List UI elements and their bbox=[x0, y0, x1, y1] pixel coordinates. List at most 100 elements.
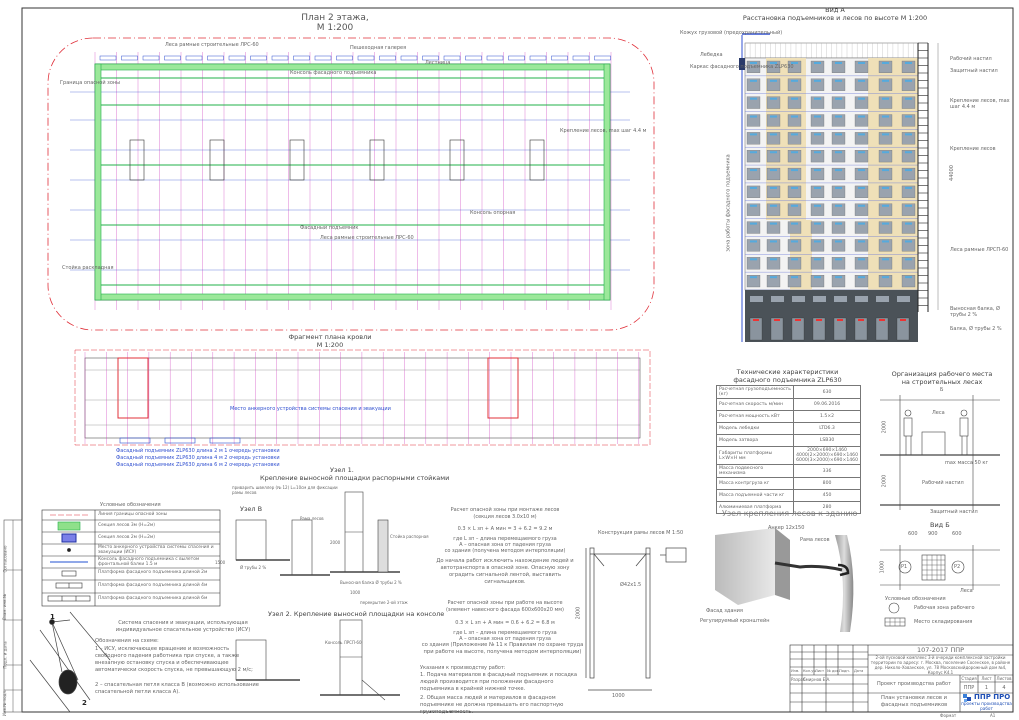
window bbox=[831, 96, 846, 109]
plan-scale: М 1:200 bbox=[316, 23, 354, 33]
window-glass bbox=[905, 97, 912, 100]
window-glass bbox=[750, 186, 757, 189]
window-glass bbox=[858, 204, 865, 207]
window bbox=[831, 78, 846, 91]
roof-exit bbox=[487, 357, 519, 419]
window-glass bbox=[882, 186, 889, 189]
doc-code: 107-2017 ППР bbox=[916, 646, 965, 654]
workplace-subtitle: на строительных лесах bbox=[901, 378, 983, 386]
window bbox=[878, 275, 893, 288]
window-glass bbox=[750, 151, 757, 154]
calc-note: До начала работ исключить нахождение люд… bbox=[436, 558, 574, 585]
table-value: 630 bbox=[793, 385, 861, 399]
node-label: приварить швеллер (№ 12) L=10см для фикс… bbox=[232, 485, 338, 495]
window bbox=[878, 185, 893, 198]
roof-label: Фасадный подъемник ZLP630 длина 6 м 2 оч… bbox=[116, 462, 280, 468]
lift-cradle bbox=[739, 58, 745, 70]
table-value: LSB30 bbox=[793, 434, 861, 447]
workplace-legend-item: Место складирования bbox=[914, 619, 973, 625]
window-glass bbox=[858, 151, 865, 154]
frame-width: 1000 bbox=[612, 693, 625, 699]
shop-door bbox=[896, 317, 910, 341]
window bbox=[766, 257, 781, 270]
window-glass bbox=[835, 258, 842, 261]
window-glass bbox=[770, 79, 777, 82]
table-value: 280 bbox=[793, 501, 861, 514]
window bbox=[901, 78, 916, 91]
logo-mark bbox=[963, 694, 971, 702]
base-window bbox=[855, 296, 868, 302]
table-value: LTD6.3 bbox=[793, 422, 861, 435]
roof-plan bbox=[74, 349, 651, 446]
facade-panel bbox=[790, 220, 812, 290]
window-glass bbox=[791, 79, 798, 82]
table-label: Габариты платформы L×W×H мм bbox=[715, 446, 795, 465]
sheets-value: 4 bbox=[1002, 685, 1006, 691]
window-glass bbox=[835, 115, 842, 118]
plan-label: Леса рамные строительные ЛРС-60 bbox=[320, 235, 414, 241]
window-glass bbox=[791, 222, 798, 225]
window bbox=[854, 60, 869, 73]
window-glass bbox=[835, 222, 842, 225]
title-block-header: Дата bbox=[854, 669, 864, 673]
base-window bbox=[876, 296, 889, 302]
window bbox=[901, 221, 916, 234]
window-glass bbox=[835, 169, 842, 172]
workplace-legend-title: Условные обозначения bbox=[885, 596, 946, 602]
marker-2: 2 bbox=[82, 699, 87, 707]
anchor-title: Узел крепления лесов к зданию bbox=[722, 509, 858, 518]
danger-zone-plan bbox=[47, 37, 655, 331]
logo-text: ППР ПРО bbox=[974, 693, 1011, 701]
window-glass bbox=[882, 276, 889, 279]
label-max-mass: max масса 50 кг bbox=[945, 460, 989, 466]
shop-door bbox=[770, 317, 784, 341]
dim-w2: 900 bbox=[928, 531, 938, 537]
frame-height: 2000 bbox=[575, 606, 582, 620]
window-glass bbox=[835, 276, 842, 279]
note: 2. Общая масса людей и материалов в фаса… bbox=[420, 695, 564, 715]
window bbox=[810, 221, 825, 234]
window bbox=[854, 132, 869, 145]
elevation-vertical-label: зона работы фасадного подъемника bbox=[725, 154, 732, 252]
window-glass bbox=[905, 222, 912, 225]
window bbox=[901, 167, 916, 181]
dim-h1: 2000 bbox=[881, 420, 888, 434]
window-glass bbox=[882, 133, 889, 136]
dim-h2: 2000 bbox=[881, 474, 888, 488]
table-value: 09.06.2016 bbox=[793, 398, 861, 411]
sheet-header: Лист bbox=[981, 676, 992, 681]
anchor-photo bbox=[715, 528, 854, 632]
parapet bbox=[744, 42, 919, 59]
window-glass bbox=[750, 222, 757, 225]
lift-platform bbox=[336, 55, 353, 61]
calc-subheading: (секция лесов 3.0х10 м) bbox=[473, 514, 537, 520]
window-glass bbox=[905, 169, 912, 172]
window-glass bbox=[814, 79, 821, 82]
roof-platform bbox=[164, 437, 196, 444]
base-window bbox=[792, 296, 805, 302]
title-block-header: Подп. bbox=[839, 669, 850, 673]
window bbox=[901, 203, 916, 216]
window bbox=[787, 96, 802, 109]
elevation-callout: Выносная балка, Ø трубы 2 % bbox=[950, 306, 1000, 318]
window-glass bbox=[791, 240, 798, 243]
shop-sign bbox=[753, 319, 759, 321]
roof-label: Фасадный подъемник ZLP630 длина 4 м 2 оч… bbox=[116, 455, 280, 461]
dev-label: Разраб. bbox=[791, 677, 807, 682]
elevation-callout: Защитный настил bbox=[950, 68, 998, 74]
shop-door bbox=[854, 317, 868, 341]
window bbox=[810, 167, 825, 181]
stair-core bbox=[289, 139, 305, 181]
table-label: Масса подвесного механизма bbox=[715, 464, 795, 478]
elevation-callout: Балка, Ø трубы 2 % bbox=[950, 326, 1002, 332]
project-type: Проект производства работ bbox=[876, 681, 952, 687]
logo-subtitle: проекты производства работ bbox=[961, 701, 1012, 711]
window-glass bbox=[858, 115, 865, 118]
elevation-height: 44000 bbox=[948, 165, 955, 181]
table-value: 450 bbox=[793, 489, 861, 502]
table-label: Масса контргруза кг bbox=[715, 477, 795, 490]
node-label: 1000 bbox=[350, 590, 361, 595]
base-window bbox=[834, 296, 847, 302]
lift-platform bbox=[443, 55, 461, 61]
